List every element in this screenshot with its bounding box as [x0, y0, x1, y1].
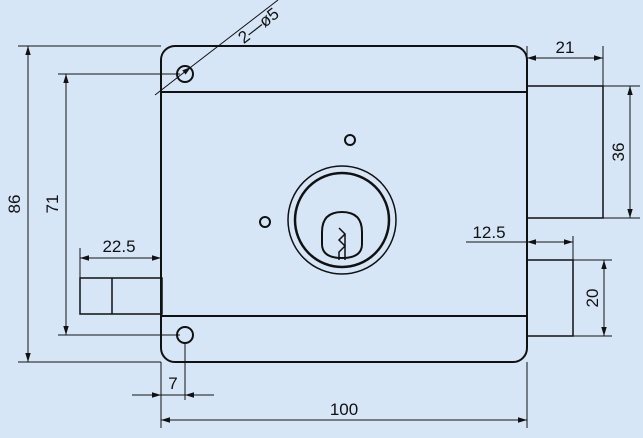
dimension-lines — [25, 0, 633, 423]
dim-text-latch-projection: 21 — [556, 38, 575, 57]
extension-lines — [18, 45, 640, 428]
cylinder-inner-ring — [293, 171, 391, 269]
lock-body — [160, 45, 528, 363]
dim-text-bolt-offset: 12.5 — [472, 223, 505, 242]
dim-text-bolt-height: 20 — [583, 289, 602, 308]
cylinder-outer-ring — [287, 165, 397, 275]
key-slot — [321, 210, 363, 260]
screw-hole-upper — [344, 134, 356, 146]
screw-hole-left — [259, 216, 271, 228]
hole-spec-leader — [154, 66, 192, 96]
dim-text-overall-width: 100 — [330, 400, 358, 419]
dim-text-latch-height: 36 — [609, 143, 628, 162]
dim-text-hole-edge-offset: 7 — [168, 374, 177, 393]
key-profile — [337, 227, 347, 260]
dim-text-overall-height: 86 — [5, 195, 24, 214]
dim-text-left-projection: 22.5 — [102, 237, 135, 256]
dim-text-hole-spacing: 71 — [43, 195, 62, 214]
